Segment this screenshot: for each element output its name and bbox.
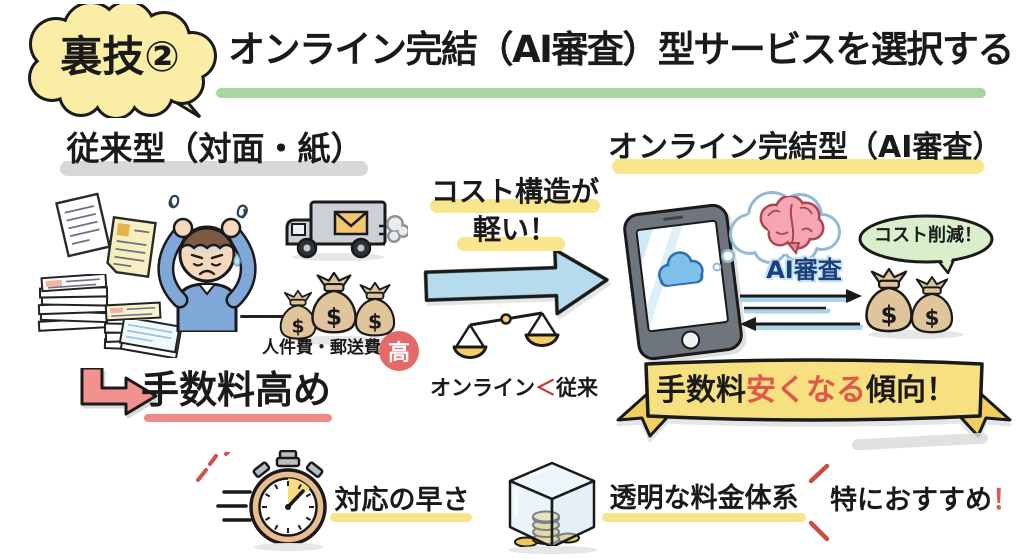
phone-speaker bbox=[663, 215, 684, 221]
form-icon bbox=[119, 320, 182, 358]
recommendation-exclamation: ！ bbox=[992, 485, 1019, 516]
yellow-underline bbox=[602, 513, 806, 522]
balance-scale-icon bbox=[452, 311, 560, 359]
speech-bubble bbox=[858, 214, 994, 274]
trick-badge: 裏技② bbox=[60, 31, 180, 81]
cloud-bubble bbox=[28, 4, 217, 118]
traditional-conclusion: 手数料高め bbox=[141, 368, 332, 412]
speed-lines-icon bbox=[216, 490, 252, 522]
online-heading: オンライン完結型（AI審査） bbox=[608, 130, 1003, 165]
shadow bbox=[868, 330, 964, 339]
stressed-person-illustration bbox=[157, 194, 257, 332]
emphasis-slash-icon bbox=[808, 520, 830, 542]
ribbon-banner bbox=[616, 358, 1012, 438]
benefit-speed-label: 対応の早さ bbox=[334, 485, 470, 516]
delivery-truck-icon bbox=[285, 200, 408, 261]
banner-text-post: 傾向！ bbox=[866, 373, 956, 408]
high-cost-badge-text: 高 bbox=[387, 341, 410, 366]
bent-arrow-icon bbox=[80, 368, 158, 416]
cost-reduction-label: コスト削減！ bbox=[874, 225, 982, 246]
money-bag-icon bbox=[354, 282, 396, 337]
ai-brain-icon bbox=[759, 196, 825, 256]
money-bag-icon bbox=[910, 276, 954, 334]
paper-stack-icon bbox=[37, 274, 109, 332]
ai-screening-label: AI審査 bbox=[766, 256, 842, 284]
arrow-caption-line1: コスト構造が bbox=[430, 175, 599, 208]
less-than-operator: ＜ bbox=[535, 376, 556, 400]
recommendation-label: 特におすすめ！ bbox=[830, 486, 1019, 516]
scale-comparison-label: オンライン＜従来 bbox=[430, 376, 598, 400]
yellow-highlight bbox=[430, 199, 600, 213]
paper-icon bbox=[55, 192, 111, 258]
transparent-box-icon bbox=[508, 461, 596, 549]
phone-home-button bbox=[680, 329, 702, 351]
stopwatch-icon bbox=[249, 450, 327, 546]
cost-label: 人件費・郵送費 bbox=[262, 338, 381, 358]
traditional-heading: 従来型（対面・紙） bbox=[66, 129, 364, 168]
scale-left-term: オンライン bbox=[430, 376, 535, 400]
emphasis-slash-icon bbox=[808, 464, 830, 484]
cloud-upload-icon bbox=[658, 251, 704, 287]
title-underline bbox=[216, 88, 986, 98]
smartphone-illustration bbox=[621, 202, 745, 362]
traditional-heading-highlight bbox=[60, 161, 368, 176]
emphasis-dashes-icon bbox=[196, 452, 230, 482]
shadow bbox=[280, 336, 396, 345]
high-cost-badge: 高 bbox=[379, 331, 419, 371]
arrow-caption-line2: 軽い！ bbox=[472, 213, 557, 246]
banner-text-highlight: 安くなる bbox=[746, 373, 866, 408]
data-exchange-arrows-icon bbox=[739, 289, 863, 331]
recommendation-text: 特におすすめ bbox=[830, 485, 992, 516]
benefit-transparency-label: 透明な料金体系 bbox=[609, 483, 799, 514]
yellow-highlight bbox=[612, 159, 984, 174]
fee-cheaper-banner-label: 手数料安くなる傾向！ bbox=[642, 374, 970, 407]
scale-right-term: 従来 bbox=[556, 376, 598, 400]
yellow-underline bbox=[330, 513, 472, 522]
page-title: オンライン完結（AI審査）型サービスを選択する bbox=[228, 28, 1014, 71]
transition-arrow-icon bbox=[423, 247, 609, 316]
document-icon bbox=[106, 215, 157, 279]
yellow-highlight bbox=[457, 237, 565, 251]
shadow bbox=[508, 546, 598, 554]
shadow bbox=[254, 543, 324, 551]
banner-text-pre: 手数料 bbox=[656, 373, 746, 408]
pink-underline bbox=[144, 414, 332, 422]
